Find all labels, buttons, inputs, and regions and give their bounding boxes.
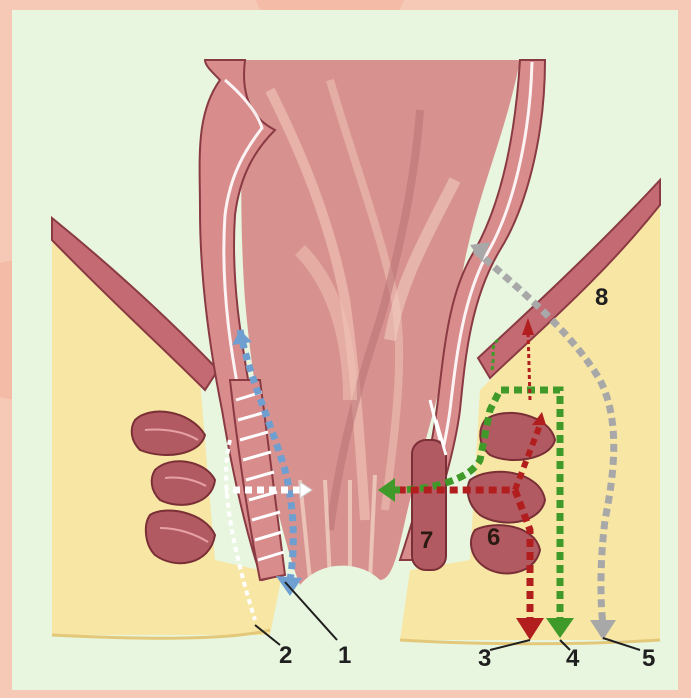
- label-8: 8: [595, 284, 608, 311]
- label-6: 6: [487, 524, 500, 551]
- label-4: 4: [566, 645, 580, 672]
- label-2: 2: [279, 642, 292, 669]
- label-7: 7: [420, 527, 433, 554]
- label-3: 3: [478, 645, 491, 672]
- label-5: 5: [642, 645, 655, 672]
- label-1: 1: [338, 642, 351, 669]
